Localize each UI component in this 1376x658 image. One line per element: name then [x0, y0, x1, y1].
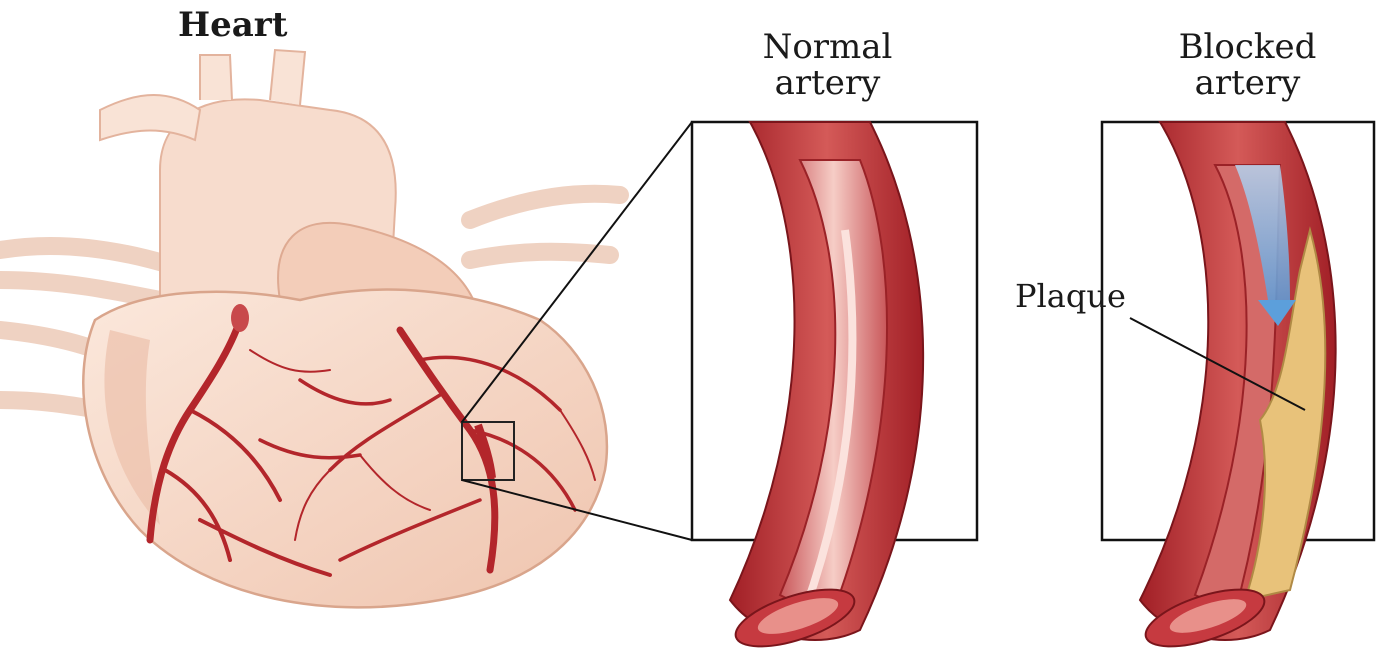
blocked-artery-label: Blocked artery [1145, 30, 1350, 101]
blocked-artery-panel [1102, 122, 1374, 653]
heart-body [83, 290, 607, 608]
normal-artery-panel [692, 122, 977, 653]
normal-artery-label-line1: Normal [725, 30, 930, 66]
normal-artery-label-line2: artery [725, 66, 930, 102]
normal-artery-label: Normal artery [725, 30, 930, 101]
heart-illustration [0, 50, 620, 607]
heart-label: Heart [178, 8, 287, 44]
plaque-label: Plaque [1015, 280, 1126, 314]
artery-origin [231, 304, 249, 332]
blocked-artery-label-line1: Blocked [1145, 30, 1350, 66]
blocked-artery-label-line2: artery [1145, 66, 1350, 102]
